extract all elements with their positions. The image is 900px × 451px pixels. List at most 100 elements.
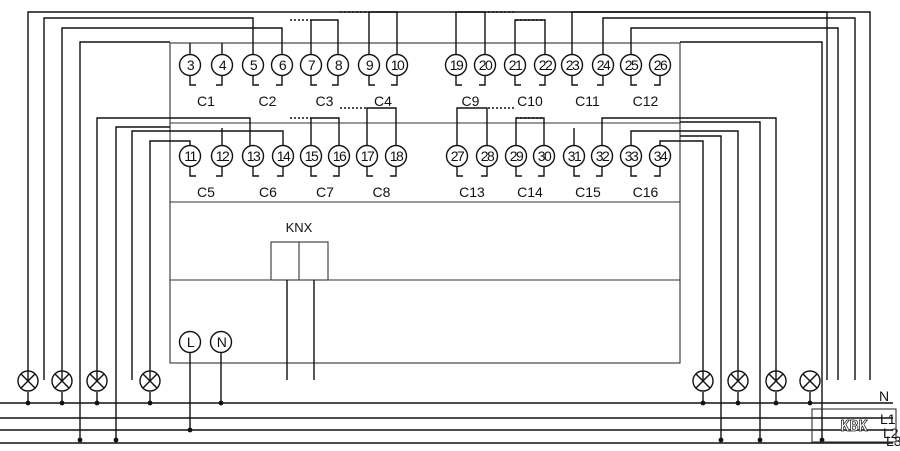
terminal: 13 <box>241 144 265 168</box>
terminal-ring <box>178 53 202 77</box>
contact-mark <box>538 167 545 177</box>
load-wire <box>571 11 871 380</box>
terminal-label: 4 <box>219 57 227 73</box>
terminal-ring <box>444 53 468 77</box>
terminal-ring <box>355 144 379 168</box>
terminal-label: 28 <box>481 148 495 164</box>
terminal-ring <box>241 144 265 168</box>
terminal-label: 13 <box>247 148 261 164</box>
terminal-ring <box>504 144 528 168</box>
terminal-label: 9 <box>366 57 374 73</box>
load-wire <box>115 126 170 440</box>
terminal-ring <box>619 144 643 168</box>
line-label-phase1: L1 <box>880 411 896 427</box>
terminal: 3 <box>178 53 202 77</box>
terminal-ring <box>532 144 556 168</box>
terminal-ring <box>503 53 527 77</box>
terminal: 33 <box>619 144 643 168</box>
load-wire <box>601 117 777 380</box>
terminal: 29 <box>504 144 528 168</box>
contact-mark <box>390 167 397 177</box>
terminal: 6 <box>270 53 294 77</box>
terminal-ring <box>591 53 615 77</box>
contact-mark <box>456 167 463 177</box>
jumper-wire <box>366 107 397 146</box>
supply-terminal: N <box>209 330 233 354</box>
jumper-wire <box>515 117 545 146</box>
lamp-icon <box>799 370 821 392</box>
contact-mark <box>630 76 637 86</box>
terminal-ring <box>178 330 202 354</box>
junction-dot <box>187 427 193 433</box>
contact-mark <box>216 167 223 177</box>
contact-mark <box>310 167 317 177</box>
load-wire <box>680 41 823 440</box>
terminal: 31 <box>562 144 586 168</box>
terminal: 24 <box>591 53 615 77</box>
lamp-ring <box>139 370 161 392</box>
contact-mark <box>571 76 578 86</box>
brand-text: KBK <box>840 417 867 435</box>
terminal-label: 19 <box>450 57 464 73</box>
junction-dot <box>700 400 706 406</box>
terminal-label: 21 <box>509 57 523 73</box>
junction-dot <box>147 400 153 406</box>
load-wire <box>630 130 739 380</box>
load-wire <box>96 117 251 380</box>
brand-box <box>811 408 897 443</box>
device-outline <box>169 42 681 364</box>
channel-label: C11 <box>575 93 600 109</box>
lamp-icon <box>86 370 108 392</box>
terminal-ring <box>210 144 234 168</box>
terminal: 10 <box>385 53 409 77</box>
channel-label: C6 <box>259 184 277 200</box>
terminal-ring <box>445 144 469 168</box>
terminal-label: 33 <box>625 148 639 164</box>
terminal: 22 <box>533 53 557 77</box>
terminal: 11 <box>178 144 202 168</box>
terminal: 25 <box>619 53 643 77</box>
brand-logo: KBK <box>811 408 897 443</box>
lamp-cross <box>802 373 818 389</box>
channel-label: C14 <box>517 184 543 200</box>
terminal-ring <box>271 144 295 168</box>
terminal-label: 29 <box>510 148 524 164</box>
terminal-label: 22 <box>539 57 553 73</box>
terminal: 14 <box>271 144 295 168</box>
contact-mark <box>654 167 661 177</box>
terminal: 23 <box>560 53 584 77</box>
terminal: 15 <box>299 144 323 168</box>
channel-label: C8 <box>373 184 391 200</box>
terminal-ring <box>178 144 202 168</box>
lamp-icon <box>727 370 749 392</box>
terminal-label: 18 <box>390 148 404 164</box>
lamp-cross <box>768 373 784 389</box>
jumper-wire <box>456 107 488 146</box>
terminal: 34 <box>648 144 672 168</box>
contact-mark <box>514 76 521 86</box>
channel-label: C10 <box>517 93 543 109</box>
line-label-neutral: N <box>879 388 889 404</box>
load-wire <box>131 130 284 380</box>
terminal-label: 27 <box>451 148 465 164</box>
terminal-ring <box>299 53 323 77</box>
lamp-ring <box>86 370 108 392</box>
lamp-ring <box>692 370 714 392</box>
junction-dot <box>819 437 825 443</box>
terminal-label: 10 <box>391 57 405 73</box>
terminal-label: 3 <box>187 57 195 73</box>
jumper-wire <box>310 117 340 146</box>
terminal-label: 30 <box>538 148 552 164</box>
terminal-ring <box>327 144 351 168</box>
contact-mark <box>189 167 196 177</box>
junction-dot <box>807 400 813 406</box>
terminal-label: 6 <box>279 57 287 73</box>
terminal: 32 <box>590 144 614 168</box>
terminal-label: 11 <box>184 148 197 164</box>
junction-dot <box>218 400 224 406</box>
terminal-ring <box>560 53 584 77</box>
supply-lines <box>0 402 893 444</box>
junction-dot <box>25 400 31 406</box>
terminal-label: L <box>187 334 195 350</box>
